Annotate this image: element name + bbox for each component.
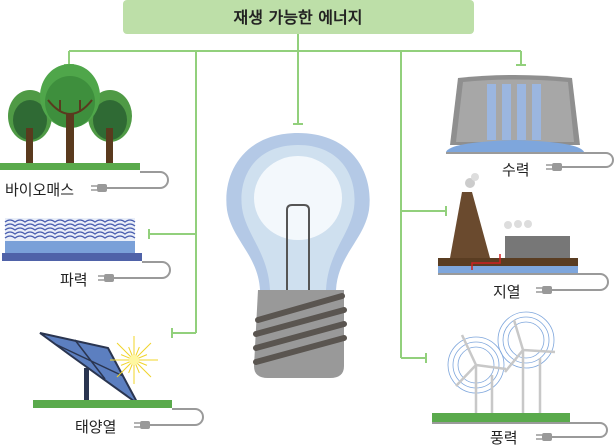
wave-cable [112, 261, 171, 279]
wave-line [4, 223, 136, 227]
diagram-title: 재생 가능한 에너지 [234, 8, 363, 27]
geothermal-cable [438, 273, 609, 291]
plug-icon [91, 184, 107, 192]
biomass-cable [105, 171, 169, 189]
plug-icon [536, 286, 552, 294]
hydro-cable [446, 152, 614, 168]
wind-cable [432, 422, 608, 438]
title-box: 재생 가능한 에너지 [123, 0, 474, 34]
label-wave: 파력 [60, 271, 88, 289]
wave-illustration [2, 218, 142, 261]
wave-line [4, 219, 136, 223]
plug-icon [546, 163, 562, 171]
solar-illustration [33, 332, 172, 408]
label-wind: 풍력 [490, 429, 518, 446]
wind-turbine-illustration [432, 311, 570, 422]
wave-line [4, 235, 136, 239]
plug-icon [134, 421, 150, 429]
label-geothermal: 지열 [493, 283, 521, 301]
wave-line [4, 227, 136, 231]
label-hydro: 수력 [502, 161, 530, 179]
geothermal-illustration [438, 173, 578, 273]
light-bulb-illustration [226, 133, 370, 378]
hydro-dam-illustration [446, 75, 584, 152]
plug-icon [98, 274, 114, 282]
wave-line [4, 231, 136, 235]
label-solar: 태양열 [75, 418, 116, 436]
solar-cable [150, 408, 204, 426]
label-biomass: 바이오매스 [5, 181, 74, 199]
plug-icon [536, 433, 552, 441]
connector-lines [64, 34, 526, 363]
biomass-illustration [0, 64, 140, 170]
